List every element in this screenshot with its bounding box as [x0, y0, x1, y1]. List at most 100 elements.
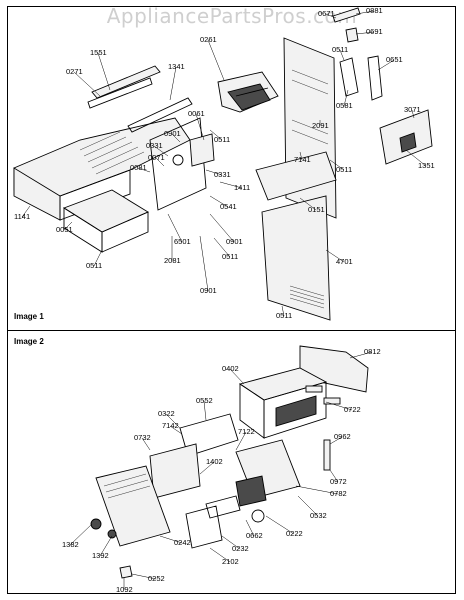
callout-leader	[349, 351, 373, 359]
part-callout-1341: 1341	[168, 62, 185, 71]
part-callout-7142: 7142	[162, 421, 179, 430]
part-callout-7141: 7141	[294, 155, 311, 164]
part-callout-0061: 0061	[188, 109, 205, 118]
callout-leader	[209, 129, 223, 141]
callout-leader	[245, 519, 255, 537]
part-callout-1402: 1402	[206, 457, 223, 466]
part-callout-6501: 6501	[174, 237, 191, 246]
part-callout-1411: 1411	[234, 183, 250, 192]
callout-leader	[155, 157, 165, 167]
part-callout-0732: 0732	[134, 433, 151, 442]
part-callout-0261: 0261	[200, 35, 217, 44]
part-callout-0901: 0901	[164, 129, 181, 138]
part-callout-0151: 0151	[308, 205, 325, 214]
clips-2102-0232	[185, 495, 241, 549]
callout-leader	[343, 89, 349, 107]
callout-leader	[377, 59, 395, 71]
callout-leader	[93, 249, 103, 267]
callout-leader	[297, 495, 319, 517]
part-callout-0271: 0271	[66, 67, 83, 76]
callout-leader	[63, 221, 73, 231]
part-callout-0252: 0252	[148, 574, 165, 583]
part-callout-0051: 0051	[56, 225, 73, 234]
callout-leader	[73, 71, 101, 97]
part-callout-1382: 1382	[62, 540, 79, 549]
part-callout-0901: 0901	[226, 237, 243, 246]
callout-leader	[329, 159, 345, 171]
callout-leader	[213, 237, 231, 258]
watermark: AppliancePartsPros.com	[106, 4, 358, 28]
callout-leader	[169, 66, 177, 101]
callout-leader	[169, 425, 183, 435]
part-callout-0662: 0662	[246, 531, 263, 540]
part-callout-0552: 0552	[196, 396, 213, 405]
callout-leader	[165, 413, 181, 429]
upper-right-parts	[332, 7, 433, 165]
part-callout-0331: 0331	[214, 170, 231, 179]
callout-leader	[209, 213, 235, 243]
part-callout-0782: 0782	[330, 489, 347, 498]
part-callout-2081: 2081	[164, 256, 181, 265]
callout-leader	[171, 133, 181, 143]
mount-bracket	[149, 117, 215, 211]
part-callout-0972: 0972	[330, 477, 347, 486]
part-callout-0511: 0511	[276, 311, 292, 320]
callout-leader	[131, 573, 157, 580]
callout-leader	[235, 431, 247, 451]
front-cover-0242	[90, 465, 171, 579]
callout-leader	[355, 31, 375, 35]
callout-leader	[281, 305, 285, 317]
icemaker-unit	[217, 71, 279, 113]
callout-leader	[295, 485, 339, 495]
callout-leader	[219, 181, 243, 189]
callout-leader	[299, 151, 303, 161]
callout-leader	[209, 547, 231, 563]
part-callout-0962: 0962	[334, 432, 351, 441]
callout-leader	[199, 461, 215, 475]
part-callout-1092: 1092	[116, 585, 133, 594]
ice-bucket-assembly	[13, 117, 191, 221]
callout-leader	[141, 437, 151, 451]
callout-leader	[199, 235, 209, 292]
part-callout-0691: 0691	[366, 27, 383, 36]
callout-leader	[339, 49, 345, 61]
callout-leader	[99, 535, 113, 557]
callout-leader	[195, 113, 205, 141]
callout-leader	[329, 436, 343, 445]
part-callout-0511: 0511	[86, 261, 102, 270]
panel-title-image-1: Image 1	[14, 312, 44, 321]
part-callout-1141: 1141	[14, 212, 30, 221]
callout-leader	[325, 401, 353, 411]
part-callout-4701: 4701	[336, 257, 353, 266]
callout-leader	[69, 523, 93, 546]
part-callout-0651: 0651	[386, 55, 403, 64]
callout-leader	[325, 249, 345, 263]
part-callout-0812: 0812	[364, 347, 381, 356]
housing-0402	[238, 367, 328, 439]
part-callout-0222: 0222	[286, 529, 303, 538]
callout-leader	[411, 109, 415, 119]
part-callout-0511: 0511	[222, 252, 238, 261]
panel-title-image-2: Image 2	[14, 337, 44, 346]
part-callout-0541: 0541	[220, 202, 237, 211]
callout-leader	[265, 515, 295, 535]
callout-leader	[329, 469, 339, 483]
part-callout-7122: 7122	[238, 427, 255, 436]
callout-leader	[207, 39, 225, 81]
ice-tray-parts	[87, 65, 193, 133]
callout-leader	[203, 400, 207, 421]
part-callout-0081: 0081	[130, 163, 147, 172]
part-callout-0901: 0901	[200, 286, 217, 295]
part-callout-0322: 0322	[158, 409, 175, 418]
part-callout-0331: 0331	[146, 141, 163, 150]
panel-divider	[7, 330, 456, 331]
callout-leader	[221, 535, 241, 550]
part-callout-1551: 1551	[90, 48, 107, 57]
callout-leader	[205, 169, 223, 176]
part-callout-0071: 0071	[148, 153, 165, 162]
callout-leader	[299, 197, 317, 211]
callout-leader	[167, 213, 183, 243]
part-callout-0511: 0511	[336, 165, 352, 174]
